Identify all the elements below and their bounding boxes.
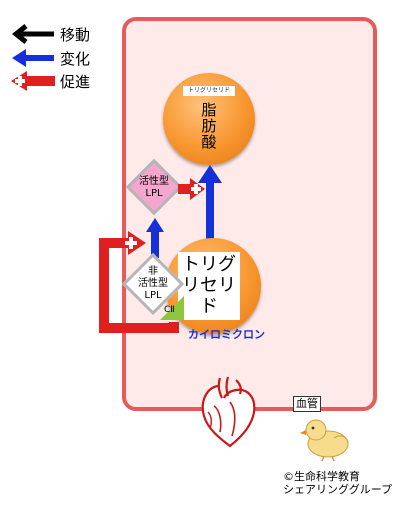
change-arrow-lpl-activation-icon [146, 218, 164, 258]
triglyceride-label: トリグ リセリ ド [178, 252, 240, 320]
legend-change-arrow-icon [12, 49, 54, 67]
apo-c2-marker [160, 296, 184, 320]
legend-move-label: 移動 [60, 26, 91, 44]
inactive-lpl-label-line: LPL [144, 290, 162, 301]
legend-promote-label: 促進 [60, 73, 91, 91]
active-lpl-label-line: LPL [145, 188, 163, 199]
fatty-acid-label-line: 脂 [201, 101, 217, 119]
heart-icon [201, 376, 256, 448]
fatty-acid-tag: トリグリセリド [183, 86, 235, 96]
legend-promote-arrow-icon [11, 71, 55, 91]
credit-line: ©生命科学教育 [283, 470, 360, 483]
chick-mascot-icon [300, 419, 349, 462]
active-lpl-label-line: 活性型 [139, 176, 169, 187]
triglyceride-label-line: トリグ [182, 254, 236, 275]
change-arrow-tg-to-fa-icon [198, 165, 222, 245]
fatty-acid-label-line: 酸 [201, 133, 217, 151]
inactive-lpl-label-line: 活性型 [138, 278, 168, 289]
apo-c2-label: CⅡ [164, 305, 175, 315]
active-lpl-label: 活性型 LPL [128, 176, 180, 200]
promote-loop-icon [99, 231, 179, 333]
fatty-acid-label: 脂 肪 酸 [194, 102, 224, 150]
inactive-lpl-label: 非 活性型 LPL [127, 266, 179, 302]
inactive-lpl-label-line: 非 [148, 266, 158, 277]
fatty-acid-label-line: 肪 [201, 117, 217, 135]
legend-change-label: 変化 [60, 50, 91, 68]
chylomicron-label: カイロミクロン [188, 328, 265, 341]
capillary-region [122, 17, 377, 411]
blood-vessel-label: 血管 [293, 396, 321, 412]
legend-move-arrow-icon [11, 24, 54, 44]
triglyceride-label-line: ド [200, 296, 218, 317]
credit-line: シェアリンググループ [283, 483, 393, 496]
promote-arrow-lpl-icon [178, 178, 205, 200]
credit-text: ©生命科学教育 シェアリンググループ [283, 470, 392, 496]
triglyceride-label-line: リセリ [182, 275, 236, 296]
